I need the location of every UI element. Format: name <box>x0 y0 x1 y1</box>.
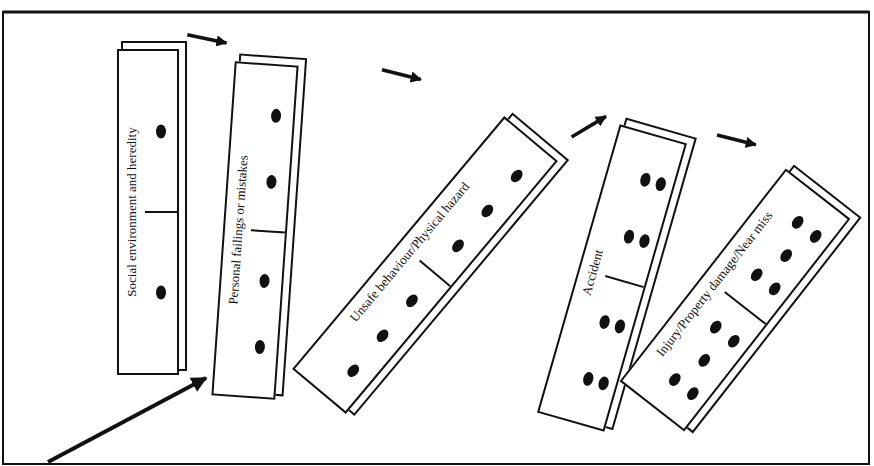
domino-pip <box>582 371 595 387</box>
domino-label: Injury/Property damage/Near miss <box>653 208 776 360</box>
domino-text-strip: Personal failings or mistakes <box>215 71 261 387</box>
domino-divider <box>725 292 766 324</box>
domino-pip <box>404 292 421 309</box>
domino-pip <box>450 237 467 254</box>
domino-pip <box>613 318 626 334</box>
domino-pip <box>622 229 635 245</box>
domino-pip <box>508 167 525 184</box>
domino-pip <box>685 385 701 402</box>
sequence-arrow <box>717 135 756 145</box>
domino-pip <box>639 172 652 188</box>
domino-pips <box>295 119 555 411</box>
domino-pip <box>254 339 265 354</box>
domino-pip <box>345 362 362 379</box>
domino-pip <box>259 273 270 288</box>
domino-pips <box>214 63 297 397</box>
domino-text-strip: Unsafe behaviour/Physical hazard <box>301 126 519 379</box>
domino-pip <box>156 125 166 139</box>
domino: Social environment and heredity <box>117 49 179 375</box>
domino-label: Social environment and heredity <box>124 127 140 296</box>
domino-pip <box>667 371 683 388</box>
domino-text-strip: Social environment and heredity <box>120 59 144 365</box>
domino-divider <box>420 261 451 287</box>
domino-label: Personal failings or mistakes <box>225 154 251 305</box>
domino-pip <box>766 280 782 297</box>
domino-pip <box>778 247 794 264</box>
domino-pip <box>271 108 282 123</box>
domino-pip <box>748 266 764 283</box>
domino-divider <box>145 211 177 213</box>
domino-pip <box>156 286 166 300</box>
frame-top <box>3 11 869 14</box>
domino-pip <box>479 202 496 219</box>
domino-pip <box>266 174 277 189</box>
domino-pip <box>789 214 805 231</box>
domino-divider <box>251 230 285 232</box>
sequence-arrow <box>572 116 606 137</box>
domino-pip <box>726 333 742 350</box>
domino-pip <box>638 233 651 249</box>
domino: Unsafe behaviour/Physical hazard <box>292 116 558 414</box>
sequence-arrow <box>187 35 226 43</box>
domino-pip <box>696 352 712 369</box>
domino-label: Accident <box>579 248 607 298</box>
domino-pip <box>598 314 611 330</box>
domino-pip <box>807 228 823 245</box>
domino-pip <box>708 319 724 336</box>
domino-pip <box>597 375 610 391</box>
pointer-arrow <box>48 378 206 462</box>
sequence-arrow <box>382 70 421 80</box>
domino-divider <box>605 276 643 287</box>
domino: Personal failings or mistakes <box>211 61 298 400</box>
domino-pip <box>374 327 391 344</box>
domino-pip <box>654 176 667 192</box>
frame <box>3 12 869 464</box>
